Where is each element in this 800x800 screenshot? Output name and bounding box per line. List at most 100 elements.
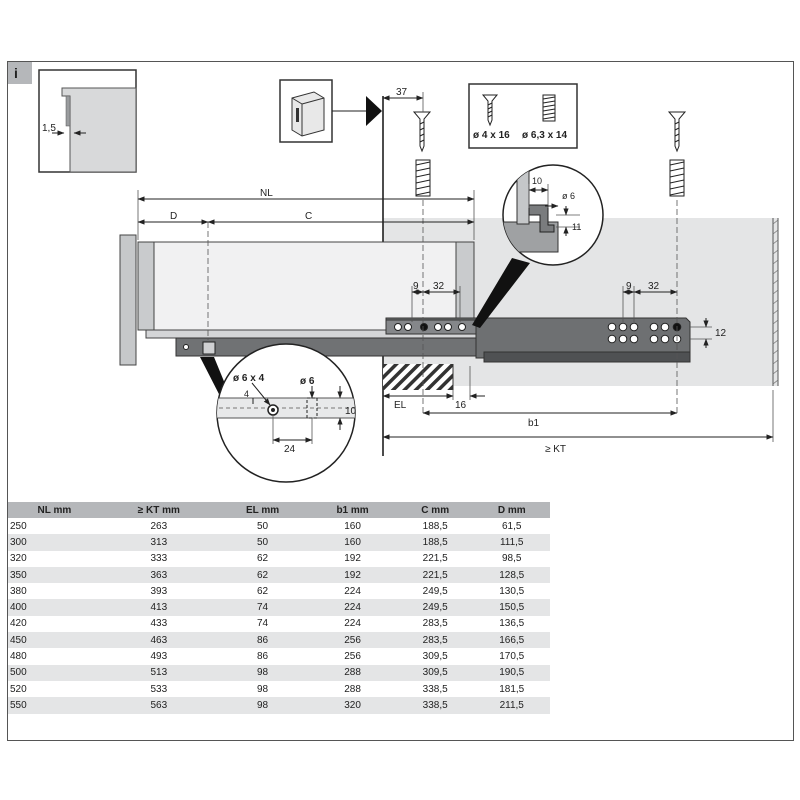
cell-el: 74 xyxy=(216,615,309,633)
cell-d: 150,5 xyxy=(473,599,550,616)
cell-b1: 288 xyxy=(308,664,397,681)
cell-b1: 288 xyxy=(308,680,397,698)
cell-b1: 224 xyxy=(308,599,397,616)
cell-d: 98,5 xyxy=(473,550,550,567)
detail-bottom-4-label: 4 xyxy=(244,389,249,399)
detail-bottom-10-label: 10 xyxy=(345,406,357,417)
dim-kt-label: ≥ KT xyxy=(545,444,566,455)
cell-el: 74 xyxy=(216,599,309,616)
cell-c: 188,5 xyxy=(396,534,474,551)
diagram-frame xyxy=(7,61,794,741)
cell-b1: 160 xyxy=(308,534,397,551)
cell-b1: 256 xyxy=(308,632,397,649)
cell-c: 221,5 xyxy=(396,550,474,567)
dim-32-rear-label: 32 xyxy=(648,281,660,292)
cell-b1: 320 xyxy=(308,697,397,714)
direction-arrow-icon xyxy=(366,96,382,126)
header-el: EL mm xyxy=(216,502,309,518)
cell-kt: 313 xyxy=(100,534,217,551)
cell-kt: 263 xyxy=(100,518,217,535)
cell-nl: 320 xyxy=(8,550,101,567)
cell-c: 338,5 xyxy=(396,697,474,714)
cell-d: 170,5 xyxy=(473,648,550,665)
cell-nl: 480 xyxy=(8,648,101,665)
detail-bottom-dia-label: ø 6 xyxy=(300,376,315,387)
cell-c: 309,5 xyxy=(396,648,474,665)
header-nl: NL mm xyxy=(8,502,101,518)
front-edge-detail: 1,5 xyxy=(38,69,137,173)
rear-wall-hatch xyxy=(772,219,779,385)
cell-nl: 400 xyxy=(8,599,101,616)
dim-nl-label: NL xyxy=(260,188,273,199)
dim-9-rear-label: 9 xyxy=(626,281,632,292)
header-d: D mm xyxy=(473,502,550,518)
cell-nl: 520 xyxy=(8,680,101,698)
cell-b1: 160 xyxy=(308,518,397,535)
cell-kt: 333 xyxy=(100,550,217,567)
detail-bottom-hole-label: ø 6 x 4 xyxy=(233,373,265,384)
drawer-front-panel xyxy=(119,234,137,366)
cell-el: 98 xyxy=(216,664,309,681)
cell-nl: 420 xyxy=(8,615,101,633)
cell-c: 309,5 xyxy=(396,664,474,681)
cell-nl: 550 xyxy=(8,697,101,714)
cell-c: 249,5 xyxy=(396,599,474,616)
screw-2-label: ø 6,3 x 14 xyxy=(522,130,567,141)
detail-top-10-label: 10 xyxy=(532,176,542,186)
info-badge-label: i xyxy=(14,65,18,81)
rear-hook-detail: 10 ø 6 11 xyxy=(472,164,604,328)
info-badge xyxy=(8,62,32,84)
cell-nl: 380 xyxy=(8,583,101,600)
front-wood-screw-icon xyxy=(412,111,432,153)
cell-c: 338,5 xyxy=(396,680,474,698)
cell-el: 98 xyxy=(216,680,309,698)
cell-b1: 192 xyxy=(308,550,397,567)
cell-d: 181,5 xyxy=(473,680,550,698)
cell-d: 61,5 xyxy=(473,518,550,535)
dim-el-label: EL xyxy=(394,400,407,411)
wood-screw-icon xyxy=(481,94,499,127)
front-mounting-holes xyxy=(394,323,466,331)
cell-el: 98 xyxy=(216,697,309,714)
cell-kt: 563 xyxy=(100,697,217,714)
cell-d: 136,5 xyxy=(473,615,550,633)
cell-d: 128,5 xyxy=(473,566,550,584)
screw-legend: ø 4 x 16 ø 6,3 x 14 xyxy=(468,83,578,149)
cell-c: 283,5 xyxy=(396,615,474,633)
front-euro-screw-icon xyxy=(415,159,431,197)
dim-37-label: 37 xyxy=(396,87,408,98)
cell-b1: 224 xyxy=(308,615,397,633)
dim-c-label: C xyxy=(305,211,312,222)
cell-kt: 413 xyxy=(100,599,217,616)
dim-9-front-label: 9 xyxy=(413,281,419,292)
cabinet-icon xyxy=(279,79,333,143)
cell-c: 188,5 xyxy=(396,518,474,535)
rear-euro-screw-icon xyxy=(669,159,685,197)
screw-1-label: ø 4 x 16 xyxy=(473,130,510,141)
cell-nl: 450 xyxy=(8,632,101,649)
detail-top-dia-label: ø 6 xyxy=(562,191,575,201)
cell-kt: 533 xyxy=(100,680,217,698)
cell-nl: 350 xyxy=(8,566,101,584)
front-locking-detail: ø 6 x 4 ø 6 4 10 24 xyxy=(200,343,357,483)
front-frame-hatch xyxy=(383,364,453,390)
dim-12-label: 12 xyxy=(715,328,727,339)
header-kt: ≥ KT mm xyxy=(100,502,217,518)
dim-16-label: 16 xyxy=(455,400,467,411)
cell-kt: 463 xyxy=(100,632,217,649)
edge-gap-label: 1,5 xyxy=(42,123,56,134)
cell-el: 86 xyxy=(216,632,309,649)
cell-el: 86 xyxy=(216,648,309,665)
cell-b1: 192 xyxy=(308,566,397,584)
cell-c: 221,5 xyxy=(396,566,474,584)
